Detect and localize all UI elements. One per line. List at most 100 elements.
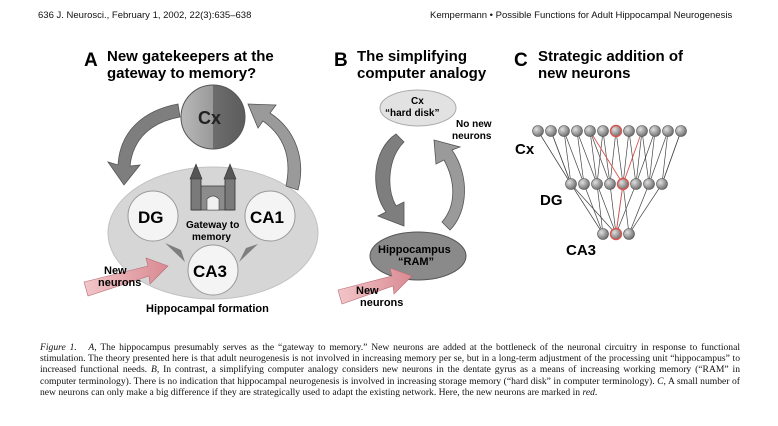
dg-neuron <box>604 178 616 190</box>
panel-c-dg-label: DG <box>540 192 563 209</box>
caption-part2: In contrast, a simplifying computer anal… <box>40 364 740 387</box>
cx-neuron <box>597 125 609 137</box>
connection-dg-ca3 <box>596 183 617 235</box>
cx-neuron <box>571 125 583 137</box>
panel-c-ca3-label: CA3 <box>566 242 596 259</box>
connection-dg-ca3 <box>615 183 637 235</box>
caption-part1: The hippocampus presumably serves as the… <box>40 342 740 376</box>
dg-neuron <box>630 178 642 190</box>
caption-red-word: red <box>582 386 595 398</box>
cx-neuron <box>558 125 570 137</box>
connection-cx-dg <box>648 130 656 185</box>
panel-c-letter: C <box>514 50 528 71</box>
connection-cx-dg <box>661 130 682 185</box>
panel-b: B The simplifying computer analogy Cx “h… <box>334 48 492 309</box>
cx-neuron <box>545 125 557 137</box>
panel-a-new-line1: New <box>104 265 127 277</box>
running-header-left: 636 J. Neurosci., February 1, 2002, 22(3… <box>38 10 252 21</box>
ca3-neuron <box>609 227 623 241</box>
dg-neuron <box>643 178 655 190</box>
cx-neuron <box>675 125 687 137</box>
connection-cx-dg <box>635 130 643 185</box>
panel-b-new-line2: neurons <box>360 297 403 309</box>
panel-b-title-line1: The simplifying <box>357 48 467 65</box>
dg-neuron <box>565 178 577 190</box>
new-connection-dg-ca3 <box>615 183 624 235</box>
connection-dg-ca3 <box>570 183 604 235</box>
connection-cx-dg <box>596 130 604 185</box>
gateway-label-line1: Gateway to <box>186 220 239 231</box>
connection-dg-ca3 <box>609 183 617 235</box>
connection-cx-dg <box>576 130 598 185</box>
new-neurons-arrow-a <box>83 257 169 297</box>
connection-cx-dg <box>648 130 669 185</box>
cx-neuron <box>623 125 635 137</box>
panel-b-hippo-line2: “RAM” <box>398 256 434 268</box>
panel-c-cx-label: Cx <box>515 141 535 158</box>
panel-b-cx-line1: Cx <box>411 96 424 107</box>
ca3-neuron <box>597 228 609 240</box>
no-new-line1: No new <box>456 119 492 130</box>
panel-b-title-line2: computer analogy <box>357 65 487 82</box>
cx-neuron <box>662 125 674 137</box>
neuron-network <box>532 124 687 241</box>
figure-1: A New gatekeepers at the gateway to memo… <box>83 48 687 315</box>
arrow-cx-to-ram <box>375 133 405 227</box>
ca3-neuron <box>623 228 635 240</box>
cx-neuron <box>636 125 648 137</box>
arrow-ram-to-cx <box>433 139 465 231</box>
caption-b-label: B, <box>150 364 160 376</box>
connection-cx-dg <box>550 130 572 185</box>
cx-neuron <box>609 124 623 138</box>
panel-c: C Strategic addition of new neurons Cx D… <box>514 48 687 259</box>
connection-cx-dg <box>537 130 572 185</box>
ca1-label: CA1 <box>250 208 284 227</box>
connection-cx-dg <box>622 130 630 185</box>
hippocampal-formation-label: Hippocampal formation <box>146 303 269 315</box>
arrow-dg-to-ca3 <box>165 243 185 262</box>
panel-c-title-line2: new neurons <box>538 65 631 82</box>
connection-cx-dg <box>615 130 624 185</box>
new-dg-neuron <box>616 177 630 191</box>
cx-neuron <box>649 125 661 137</box>
connection-cx-dg <box>635 130 656 185</box>
figure-caption: Figure 1. A, The hippocampus presumably … <box>40 342 740 398</box>
panel-a-new-line2: neurons <box>98 277 141 289</box>
no-new-line2: neurons <box>452 131 492 142</box>
dg-circle <box>127 190 179 242</box>
running-header-right: Kempermann • Possible Functions for Adul… <box>430 10 733 21</box>
connection-cx-dg <box>563 130 585 185</box>
connection-cx-dg <box>563 130 572 185</box>
ca3-label: CA3 <box>193 262 227 281</box>
connection-cx-dg <box>576 130 585 185</box>
cx-neuron <box>532 125 544 137</box>
panel-b-new-line1: New <box>356 285 379 297</box>
panel-c-title-line1: Strategic addition of <box>538 48 684 65</box>
hippocampus-ram-ellipse <box>369 231 467 281</box>
panel-b-letter: B <box>334 50 348 71</box>
new-connection-cx-dg <box>622 130 643 185</box>
panel-a-letter: A <box>84 50 98 71</box>
arrow-ca3-to-ca1 <box>239 244 258 262</box>
panel-a-title-line2: gateway to memory? <box>107 65 256 82</box>
connection-cx-dg <box>589 130 598 185</box>
connection-dg-ca3 <box>583 183 604 235</box>
dg-neuron <box>656 178 668 190</box>
gateway-towers-icon <box>189 163 237 211</box>
new-connection-cx-dg <box>589 130 624 185</box>
caption-fig-label: Figure 1. <box>40 342 77 353</box>
panel-b-cx-line2: “hard disk” <box>385 108 439 119</box>
panel-b-hippo-line1: Hippocampus <box>378 244 451 256</box>
caption-end: . <box>594 386 598 398</box>
arrow-ca1-to-cx <box>247 103 302 191</box>
cx-neuron <box>584 125 596 137</box>
new-neurons-arrow-b <box>337 267 413 305</box>
connection-cx-dg <box>661 130 669 185</box>
caption-a-label: A, <box>88 342 97 353</box>
cx-circle <box>180 84 246 150</box>
connection-dg-ca3 <box>628 183 650 235</box>
panel-a: A New gatekeepers at the gateway to memo… <box>83 48 319 315</box>
dg-neuron <box>591 178 603 190</box>
dg-label: DG <box>138 208 164 227</box>
ca1-circle <box>244 190 296 242</box>
